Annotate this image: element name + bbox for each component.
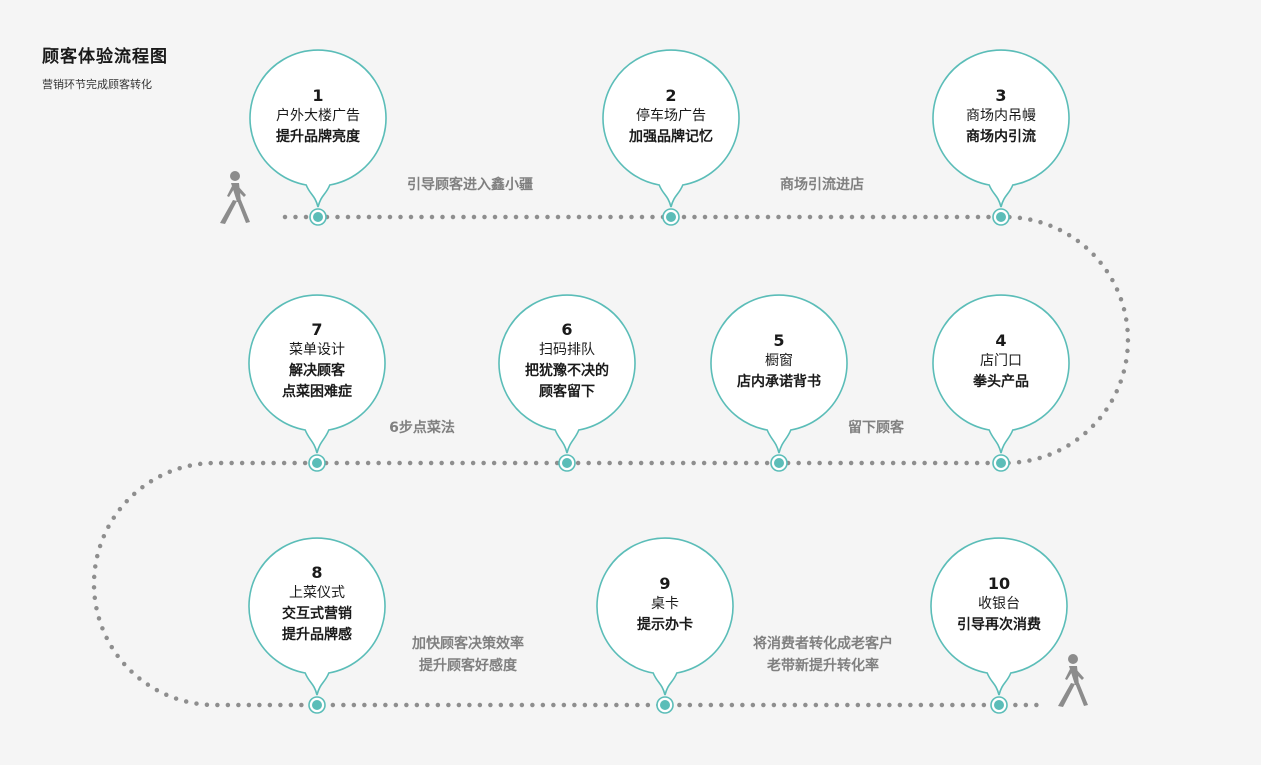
step-number: 3 bbox=[995, 85, 1007, 105]
step-label: 橱窗 bbox=[765, 352, 793, 369]
step-number: 8 bbox=[311, 563, 323, 582]
caption-line: 商场引流进店 bbox=[780, 177, 864, 193]
step-pin-4 bbox=[932, 294, 1070, 472]
pin-bubble bbox=[498, 294, 636, 454]
pin-bubble bbox=[248, 537, 386, 696]
path-caption-5: 加快顾客决策效率提升顾客好感度 bbox=[368, 633, 568, 677]
step-pin-1 bbox=[249, 49, 387, 226]
anchor-dot bbox=[774, 458, 784, 468]
pin-bubble bbox=[932, 49, 1070, 208]
path-caption-1: 引导顾客进入鑫小疆 bbox=[370, 174, 570, 196]
step-text-5: 5 橱窗店内承诺背书 bbox=[719, 330, 839, 393]
step-text-2: 2 停车场广告加强品牌记忆 bbox=[611, 85, 731, 148]
step-benefit: 点菜困难症 bbox=[282, 384, 352, 400]
pin-bubble bbox=[930, 537, 1068, 696]
anchor-dot bbox=[996, 212, 1006, 222]
step-number: 1 bbox=[312, 85, 324, 105]
anchor-dot bbox=[666, 212, 676, 222]
dotted-flow-path bbox=[91, 214, 1131, 708]
step-pin-2 bbox=[602, 49, 740, 226]
step-number: 9 bbox=[659, 573, 671, 593]
anchor-dot bbox=[994, 700, 1004, 710]
step-label: 菜单设计 bbox=[289, 342, 345, 358]
caption-line: 加快顾客决策效率 bbox=[412, 636, 524, 652]
step-pin-8 bbox=[248, 537, 386, 714]
step-benefit: 提示办卡 bbox=[637, 616, 693, 633]
step-label: 停车场广告 bbox=[636, 107, 706, 124]
step-pin-10 bbox=[930, 537, 1068, 714]
step-pin-3 bbox=[932, 49, 1070, 226]
pins-layer bbox=[248, 49, 1070, 714]
header: 顾客体验流程图 营销环节完成顾客转化 bbox=[42, 42, 168, 92]
pin-bubble bbox=[932, 294, 1070, 454]
step-number: 7 bbox=[311, 320, 323, 339]
pin-bubble bbox=[602, 49, 740, 208]
step-number: 2 bbox=[665, 85, 677, 105]
caption-line: 引导顾客进入鑫小疆 bbox=[407, 177, 533, 193]
step-label: 店门口 bbox=[980, 352, 1022, 369]
step-text-1: 1 户外大楼广告提升品牌亮度 bbox=[258, 85, 378, 148]
step-pin-6 bbox=[498, 294, 636, 472]
step-pin-7 bbox=[248, 294, 386, 472]
step-benefit: 提升品牌感 bbox=[282, 627, 352, 643]
step-number: 5 bbox=[773, 330, 785, 350]
caption-line: 留下顾客 bbox=[848, 420, 904, 436]
step-text-7: 7 菜单设计解决顾客点菜困难症 bbox=[257, 319, 377, 403]
walking-person-icon bbox=[220, 171, 250, 224]
step-number: 10 bbox=[987, 573, 1011, 593]
step-number: 4 bbox=[995, 330, 1007, 350]
step-benefit: 顾客留下 bbox=[539, 384, 595, 400]
step-pin-9 bbox=[596, 537, 734, 714]
step-label: 扫码排队 bbox=[539, 342, 595, 358]
step-label: 商场内吊幔 bbox=[966, 107, 1036, 124]
step-label: 户外大楼广告 bbox=[276, 107, 360, 124]
page-title: 顾客体验流程图 bbox=[42, 47, 168, 67]
step-text-9: 9 桌卡提示办卡 bbox=[605, 573, 725, 636]
step-benefit: 解决顾客 bbox=[289, 363, 345, 379]
anchor-dot bbox=[996, 458, 1006, 468]
step-number: 6 bbox=[561, 320, 573, 339]
step-text-8: 8 上菜仪式交互式营销提升品牌感 bbox=[257, 562, 377, 646]
path-caption-4: 6步点菜法 bbox=[322, 417, 522, 439]
walking-person-icon bbox=[1058, 654, 1088, 707]
step-benefit: 交互式营销 bbox=[282, 606, 352, 622]
step-benefit: 商场内引流 bbox=[966, 128, 1036, 145]
caption-line: 老带新提升转化率 bbox=[767, 658, 879, 674]
page-subtitle: 营销环节完成顾客转化 bbox=[42, 78, 152, 91]
pin-bubble bbox=[710, 294, 848, 454]
step-text-4: 4 店门口拳头产品 bbox=[941, 330, 1061, 393]
step-text-6: 6 扫码排队把犹豫不决的顾客留下 bbox=[507, 319, 627, 403]
step-benefit: 店内承诺背书 bbox=[737, 373, 821, 390]
anchor-dot bbox=[660, 700, 670, 710]
pin-bubble bbox=[248, 294, 386, 454]
anchor-dot bbox=[562, 458, 572, 468]
step-benefit: 提升品牌亮度 bbox=[276, 128, 360, 145]
path-caption-2: 商场引流进店 bbox=[722, 174, 922, 196]
pin-bubble bbox=[249, 49, 387, 208]
path-caption-6: 将消费者转化成老客户老带新提升转化率 bbox=[723, 633, 923, 677]
caption-line: 提升顾客好感度 bbox=[419, 658, 517, 674]
step-benefit: 拳头产品 bbox=[973, 373, 1029, 390]
pin-bubble bbox=[596, 537, 734, 696]
step-label: 上菜仪式 bbox=[289, 585, 345, 601]
path-caption-3: 留下顾客 bbox=[776, 417, 976, 439]
anchor-dot bbox=[312, 458, 322, 468]
step-text-10: 10 收银台引导再次消费 bbox=[939, 573, 1059, 636]
caption-line: 将消费者转化成老客户 bbox=[753, 636, 893, 652]
caption-line: 6步点菜法 bbox=[389, 420, 455, 436]
step-benefit: 把犹豫不决的 bbox=[525, 363, 609, 379]
step-benefit: 加强品牌记忆 bbox=[629, 128, 713, 145]
step-label: 桌卡 bbox=[651, 595, 679, 612]
step-text-3: 3 商场内吊幔商场内引流 bbox=[941, 85, 1061, 148]
anchor-dot bbox=[313, 212, 323, 222]
step-pin-5 bbox=[710, 294, 848, 472]
anchor-dot bbox=[312, 700, 322, 710]
step-benefit: 引导再次消费 bbox=[957, 616, 1041, 633]
step-label: 收银台 bbox=[978, 595, 1020, 612]
